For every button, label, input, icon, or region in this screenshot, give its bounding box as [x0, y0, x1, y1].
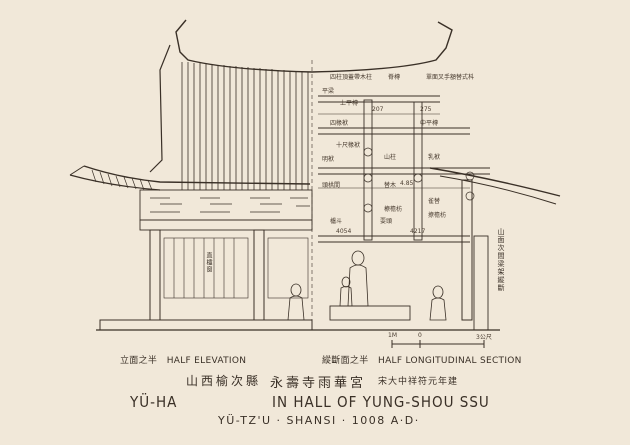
annotation-7: 中平槫 [420, 120, 439, 127]
wall-right [473, 235, 489, 331]
post-king [363, 99, 373, 241]
altar [329, 305, 411, 321]
vertical-note: 山面次間梁架縱斷 [497, 228, 505, 292]
lattice-window [163, 237, 249, 299]
eave-right [429, 167, 561, 197]
annotation-18: 撩檐枋 [428, 212, 447, 219]
lintel [139, 219, 313, 231]
annotation-4: 平梁 [322, 88, 335, 95]
caption-right: 縱斷面之半 HALF LONGITUDINAL SECTION [322, 353, 522, 366]
scale-label-zero: 0 [418, 332, 422, 339]
annotation-12: 頭栱間 [322, 182, 341, 189]
post-outer [461, 179, 473, 321]
caption-left: 立面之半 HALF ELEVATION [120, 353, 246, 366]
caption-right-cn: 縱斷面之半 [322, 356, 369, 366]
title-en-left: YÜ-HA [130, 393, 178, 411]
height-left: 4054 [336, 228, 352, 235]
scale-label-start: 1M [388, 332, 397, 339]
annotation-16: 耍頭 [380, 218, 393, 225]
location-cn: 山西榆次縣 [186, 374, 262, 388]
annotation-5: 上平槫 [340, 100, 359, 107]
annotation-17: 櫨斗 [330, 218, 343, 225]
rafters-left [91, 169, 153, 191]
annotation-9: 明栿 [322, 156, 335, 163]
caption-left-en: HALF ELEVATION [166, 356, 247, 366]
roof-outline-left [175, 19, 313, 73]
annotation-3: 單面叉手額替式枓 [426, 74, 475, 81]
gable-edge [149, 44, 171, 173]
roof-tiles [181, 62, 309, 190]
window-note: 直欞窗 [205, 252, 212, 273]
bracket-tier-left [139, 189, 313, 221]
building-cn: 永壽寺雨華宮 [270, 376, 367, 391]
annotation-14: 雀替 [428, 198, 441, 205]
date-cn: 宋大中祥符元年建 [378, 377, 459, 387]
dimension-c: 4.85 [400, 180, 414, 187]
section-beams [318, 95, 490, 243]
scale-label-end: 3公尺 [476, 334, 492, 341]
title-en-right: IN HALL OF YUNG-SHOU SSU [272, 393, 490, 411]
caption-right-en: HALF LONGITUDINAL SECTION [378, 356, 522, 366]
annotation-2: 脊槫 [388, 74, 401, 81]
scale-bar [391, 340, 485, 348]
annotation-10: 山柱 [384, 154, 397, 161]
column-left-2 [253, 229, 265, 321]
caption-left-cn: 立面之半 [120, 356, 158, 366]
annotation-1: 四柱頂蓋帶木柱 [330, 74, 373, 81]
post-queen [413, 101, 423, 241]
annotation-15: 橑檐枋 [384, 206, 403, 213]
dimension-b: 275 [420, 106, 432, 113]
annotation-13: 替木 [384, 182, 397, 189]
annotation-8: 十尺椽袱 [336, 142, 361, 149]
column-left-1 [149, 229, 161, 321]
annotation-6: 四椽栿 [330, 120, 349, 127]
platform [99, 319, 313, 331]
roof-outline-right [311, 21, 453, 73]
height-right: 4217 [410, 228, 426, 235]
subtitle: YÜ-TZ'U · SHANSI · 1008 A·D· [218, 414, 420, 427]
dimension-a: 207 [372, 106, 384, 113]
eave-left [83, 165, 311, 185]
statue [287, 250, 447, 321]
annotation-11: 乳栿 [428, 154, 441, 161]
